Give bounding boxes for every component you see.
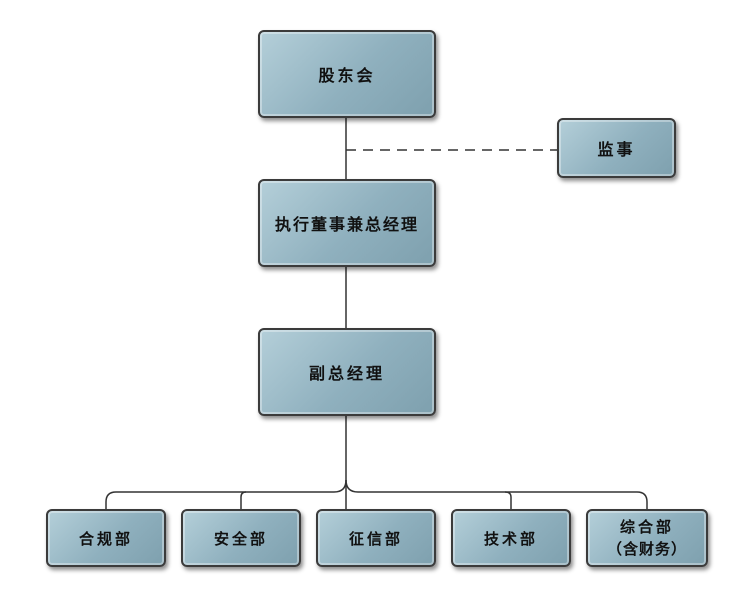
credit-reporting-label: 征信部 <box>348 529 403 548</box>
connector-branch-technology <box>504 491 512 510</box>
connector-branch-left <box>105 479 347 510</box>
shareholders-label: 股东会 <box>318 66 376 85</box>
shareholders-node: 股东会 <box>258 30 436 118</box>
general-affairs-node: 综合部 （含财务） <box>586 509 708 567</box>
supervisor-label: 监事 <box>597 140 636 159</box>
credit-reporting-node: 征信部 <box>316 509 436 567</box>
supervisor-node: 监事 <box>557 118 676 178</box>
compliance-label: 合规部 <box>78 529 133 548</box>
general-affairs-label: 综合部 <box>619 518 674 536</box>
executive-director-label: 执行董事兼总经理 <box>274 215 419 234</box>
connector-branch-right <box>345 479 648 510</box>
technology-node: 技术部 <box>451 509 571 567</box>
security-node: 安全部 <box>181 509 301 567</box>
connector-branch-security <box>240 491 247 510</box>
deputy-gm-label: 副总经理 <box>308 364 385 383</box>
compliance-node: 合规部 <box>46 509 166 567</box>
technology-label: 技术部 <box>483 529 538 548</box>
general-affairs-sublabel: （含财务） <box>606 540 687 558</box>
deputy-gm-node: 副总经理 <box>258 328 436 416</box>
security-label: 安全部 <box>213 529 268 548</box>
executive-director-node: 执行董事兼总经理 <box>258 179 436 267</box>
